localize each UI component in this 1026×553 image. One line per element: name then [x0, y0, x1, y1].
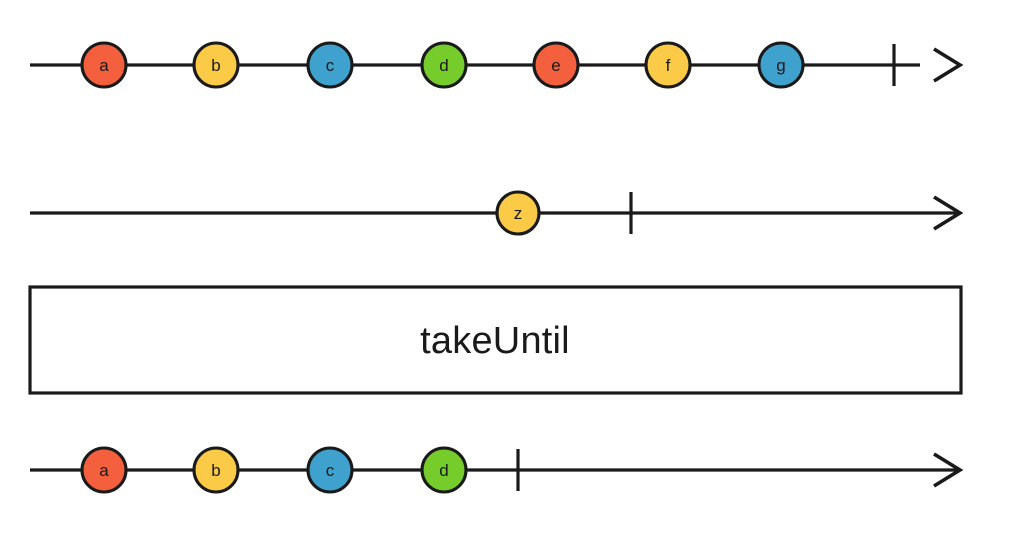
marble-circle	[192, 446, 240, 494]
marble-label: d	[439, 56, 448, 75]
marble-label: b	[211, 56, 220, 75]
marble-output-d[interactable]: d	[420, 446, 468, 494]
marble-label: c	[326, 461, 335, 480]
marble-label: b	[211, 461, 220, 480]
marble-circle	[192, 41, 240, 89]
marble-label: a	[99, 56, 109, 75]
timeline-arrow-output	[933, 452, 964, 488]
marble-source-d[interactable]: d	[420, 41, 468, 89]
timeline-output: a b c d	[30, 446, 964, 494]
marble-source-b[interactable]: b	[192, 41, 240, 89]
operator-box[interactable]	[28, 285, 963, 395]
marble-label: g	[776, 56, 785, 75]
marble-source-g[interactable]: g	[757, 41, 805, 89]
marble-circle	[644, 41, 692, 89]
marble-output-c[interactable]: c	[306, 446, 354, 494]
marble-circle	[306, 41, 354, 89]
marble-circle	[306, 446, 354, 494]
marble-output-a[interactable]: a	[80, 446, 128, 494]
marble-circle	[420, 41, 468, 89]
marble-notifier-z[interactable]: z	[495, 190, 541, 236]
marble-label: a	[99, 461, 109, 480]
marble-source-a[interactable]: a	[80, 41, 128, 89]
marble-circle	[757, 41, 805, 89]
timeline-arrow-notifier	[933, 195, 964, 231]
timeline-source: a b c d e f g	[30, 41, 964, 89]
marble-label: c	[326, 56, 335, 75]
marble-output-b[interactable]: b	[192, 446, 240, 494]
marble-label: e	[551, 56, 560, 75]
marble-source-f[interactable]: f	[644, 41, 692, 89]
timeline-arrow-source	[933, 47, 964, 83]
marble-circle	[80, 41, 128, 89]
timeline-notifier: z	[30, 190, 964, 236]
timelines-layer: a b c d e f g z a b c d	[30, 41, 964, 494]
marble-source-e[interactable]: e	[532, 41, 580, 89]
marble-circle	[532, 41, 580, 89]
marble-label: d	[439, 461, 448, 480]
operator-box-label: takeUntil	[420, 320, 570, 362]
marble-circle	[495, 190, 541, 236]
marble-label: f	[666, 56, 671, 75]
marble-circle	[420, 446, 468, 494]
marble-label: z	[514, 204, 523, 223]
marble-circle	[80, 446, 128, 494]
marble-source-c[interactable]: c	[306, 41, 354, 89]
operator-box-group: takeUntil	[28, 285, 963, 395]
